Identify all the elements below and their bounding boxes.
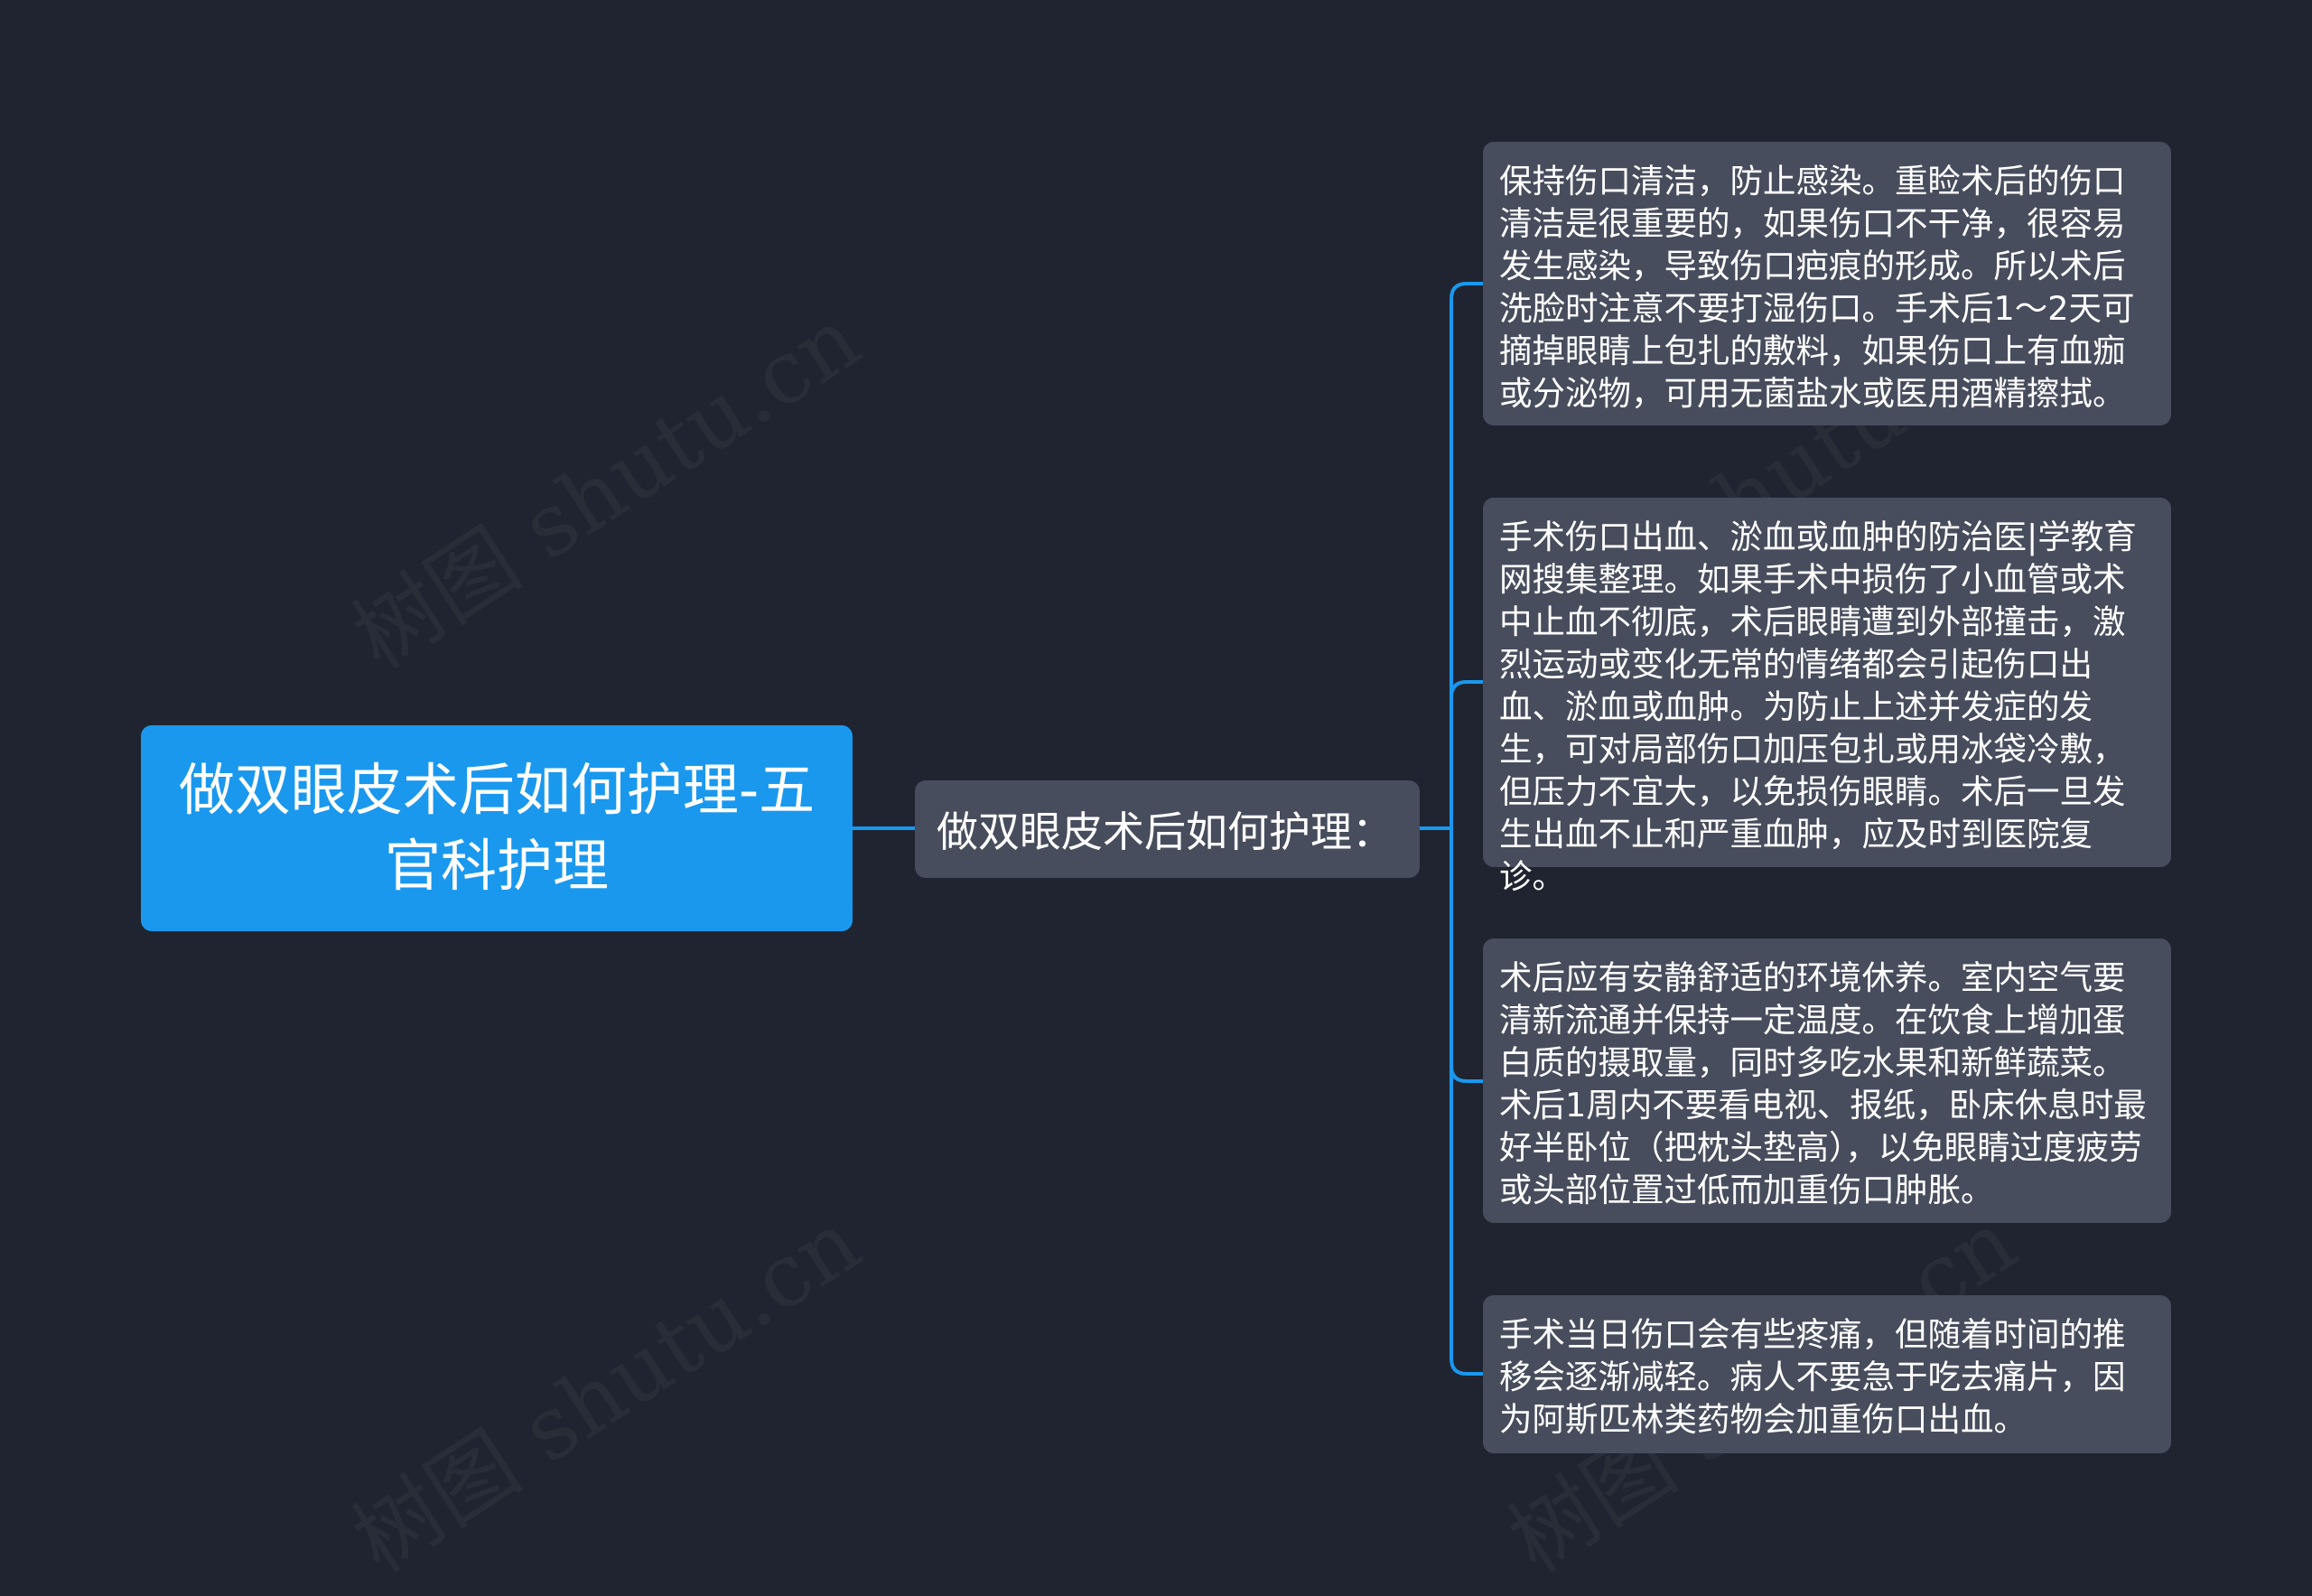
- leaf-topic-text: 手术当日伤口会有些疼痛，但随着时间的推移会逐渐减轻。病人不要急于吃去痛片，因为阿…: [1499, 1315, 2126, 1439]
- leaf-topic-text: 手术伤口出血、淤血或血肿的防治医|学教育网搜集整理。如果手术中损伤了小血管或术中…: [1499, 518, 2137, 896]
- leaf-topic-text: 术后应有安静舒适的环境休养。室内空气要清新流通并保持一定温度。在饮食上增加蛋白质…: [1499, 958, 2147, 1209]
- branch-topic-node[interactable]: 做双眼皮术后如何护理：: [915, 780, 1420, 878]
- root-topic-node[interactable]: 做双眼皮术后如何护理-五官科护理: [141, 725, 853, 931]
- leaf-2-connector: [1450, 680, 1485, 699]
- leaf-topic-node-2[interactable]: 手术伤口出血、淤血或血肿的防治医|学教育网搜集整理。如果手术中损伤了小血管或术中…: [1483, 498, 2171, 896]
- root-topic-label: 做双眼皮术后如何护理-五官科护理: [178, 757, 816, 899]
- leaf-bracket-connector: [1450, 282, 1485, 1376]
- leaf-topic-text: 保持伤口清洁，防止感染。重睑术后的伤口清洁是很重要的，如果伤口不干净，很容易发生…: [1499, 162, 2135, 413]
- leaf-topic-node-4[interactable]: 手术当日伤口会有些疼痛，但随着时间的推移会逐渐减轻。病人不要急于吃去痛片，因为阿…: [1483, 1295, 2171, 1453]
- leaf-3-connector: [1450, 1064, 1485, 1083]
- leaf-topic-node-3[interactable]: 术后应有安静舒适的环境休养。室内空气要清新流通并保持一定温度。在饮食上增加蛋白质…: [1483, 938, 2171, 1223]
- leaf-topic-node-1[interactable]: 保持伤口清洁，防止感染。重睑术后的伤口清洁是很重要的，如果伤口不干净，很容易发生…: [1483, 142, 2171, 425]
- branch-topic-label: 做双眼皮术后如何护理：: [937, 807, 1394, 856]
